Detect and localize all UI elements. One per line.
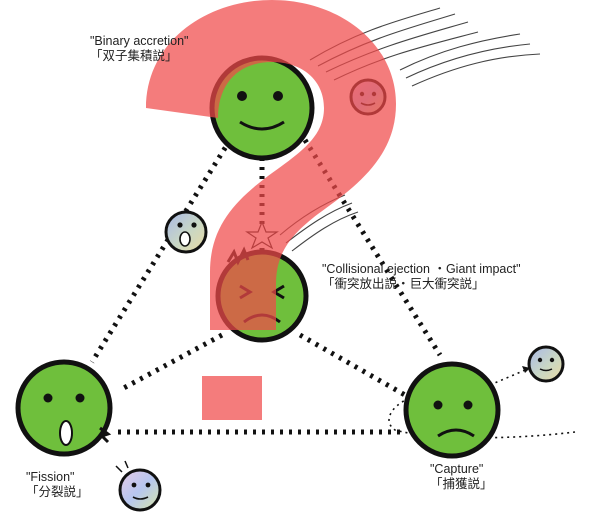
- label-fission-en: "Fission": [26, 470, 89, 485]
- label-binary-accretion-ja: 「双子集積説」: [90, 49, 189, 64]
- moon-capture: [529, 347, 563, 381]
- moon-left-surprised: [166, 212, 206, 252]
- label-capture-en: "Capture": [430, 462, 493, 477]
- edge-center-right: [300, 335, 405, 395]
- earth-fission: [18, 362, 110, 454]
- label-collisional-ejection-ja: 「衝突放出説・巨大衝突説」: [322, 277, 521, 292]
- earth-capture: [406, 364, 498, 456]
- label-fission-ja: 「分裂説」: [26, 485, 89, 500]
- moon-fission: [116, 461, 160, 510]
- eye-right: [273, 91, 283, 101]
- edge-top-left: [92, 140, 230, 362]
- label-collisional-ejection: "Collisional ejection ・Giant impact" 「衝突…: [322, 262, 521, 292]
- eye-left: [237, 91, 247, 101]
- label-capture-ja: 「捕獲説」: [430, 477, 493, 492]
- label-collisional-ejection-en: "Collisional ejection ・Giant impact": [322, 262, 521, 277]
- label-binary-accretion: "Binary accretion" 「双子集積説」: [90, 34, 189, 64]
- label-binary-accretion-en: "Binary accretion": [90, 34, 189, 49]
- label-fission: "Fission" 「分裂説」: [26, 470, 89, 500]
- label-capture: "Capture" 「捕獲説」: [430, 462, 493, 492]
